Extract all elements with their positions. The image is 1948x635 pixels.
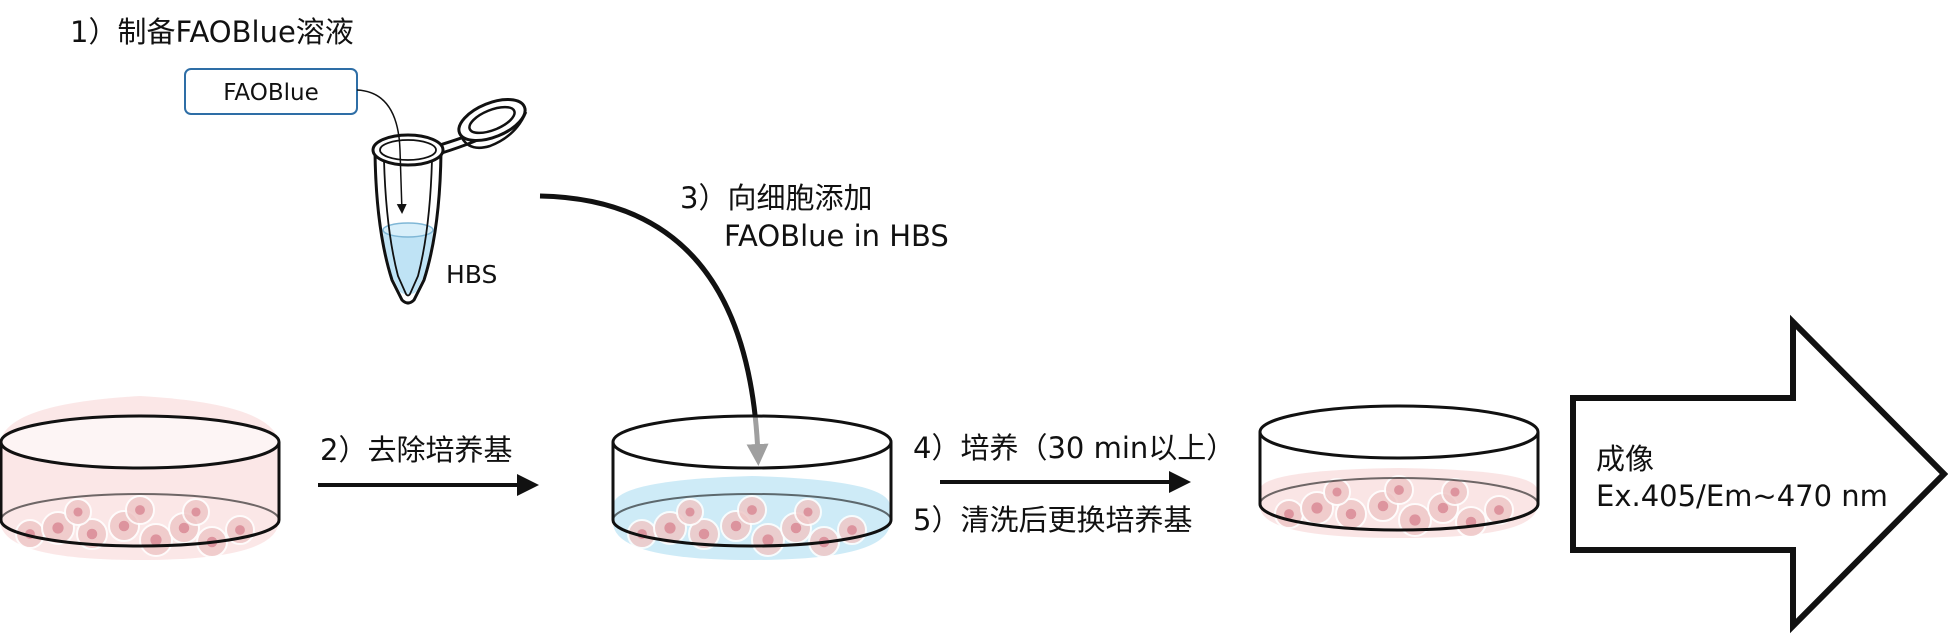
- imaging-arrow: 成像 Ex.405/Em~470 nm: [1570, 314, 1948, 634]
- step1-label: 1）制备FAOBlue溶液: [70, 15, 354, 49]
- reagent-box: FAOBlue: [184, 68, 358, 115]
- cell-nucleus: [1284, 509, 1294, 519]
- step5-label: 5）清洗后更换培养基: [913, 503, 1192, 537]
- step3-arrow: [539, 193, 769, 466]
- cell-nucleus: [235, 525, 245, 535]
- cell-nucleus: [685, 507, 695, 517]
- cells-dish-1: [15, 495, 255, 558]
- cell-nucleus: [1345, 508, 1357, 520]
- cell-nucleus: [73, 507, 83, 517]
- cell-nucleus: [178, 522, 190, 534]
- cell-nucleus: [664, 522, 676, 534]
- reagent-box-border: [184, 68, 358, 115]
- cell-nucleus: [1450, 487, 1460, 497]
- step4-label: 4）培养（30 min以上）: [913, 431, 1235, 465]
- cell-nucleus: [1409, 514, 1421, 526]
- cell-nucleus: [1437, 502, 1449, 514]
- cell-nucleus: [1394, 485, 1404, 495]
- cell-nucleus: [730, 520, 742, 532]
- cell-nucleus: [1494, 505, 1504, 515]
- cell-nucleus: [1311, 502, 1323, 514]
- tube-liquid: [383, 230, 433, 295]
- culture-dish-3: [1258, 404, 1540, 538]
- tube-icon: [371, 97, 528, 305]
- step2-label: 2）去除培养基: [320, 433, 512, 467]
- culture-dish-2: [611, 414, 893, 560]
- cell-nucleus: [747, 505, 757, 515]
- step3-label-line2: FAOBlue in HBS: [724, 219, 949, 253]
- imaging-label-line1: 成像: [1596, 442, 1654, 476]
- culture-dish-1: [0, 396, 281, 560]
- cell-nucleus: [762, 534, 774, 546]
- cell-nucleus: [698, 528, 710, 540]
- cell-nucleus: [86, 528, 98, 540]
- cell-nucleus: [803, 507, 813, 517]
- cell-nucleus: [150, 534, 162, 546]
- cell-nucleus: [1332, 487, 1342, 497]
- cell-nucleus: [135, 505, 145, 515]
- cell-nucleus: [52, 522, 64, 534]
- reagent-box-label: FAOBlue: [223, 80, 318, 106]
- add-reagent-arrow: [356, 89, 407, 214]
- cell-nucleus: [847, 525, 857, 535]
- cell-nucleus: [191, 507, 201, 517]
- cell-nucleus: [1377, 500, 1389, 512]
- cell-nucleus: [790, 522, 802, 534]
- cells-dish-2: [627, 495, 867, 558]
- tube-label: HBS: [446, 260, 497, 289]
- imaging-label-line2: Ex.405/Em~470 nm: [1596, 479, 1888, 513]
- step3-label-line1: 3）向细胞添加: [680, 181, 872, 215]
- cell-nucleus: [118, 520, 130, 532]
